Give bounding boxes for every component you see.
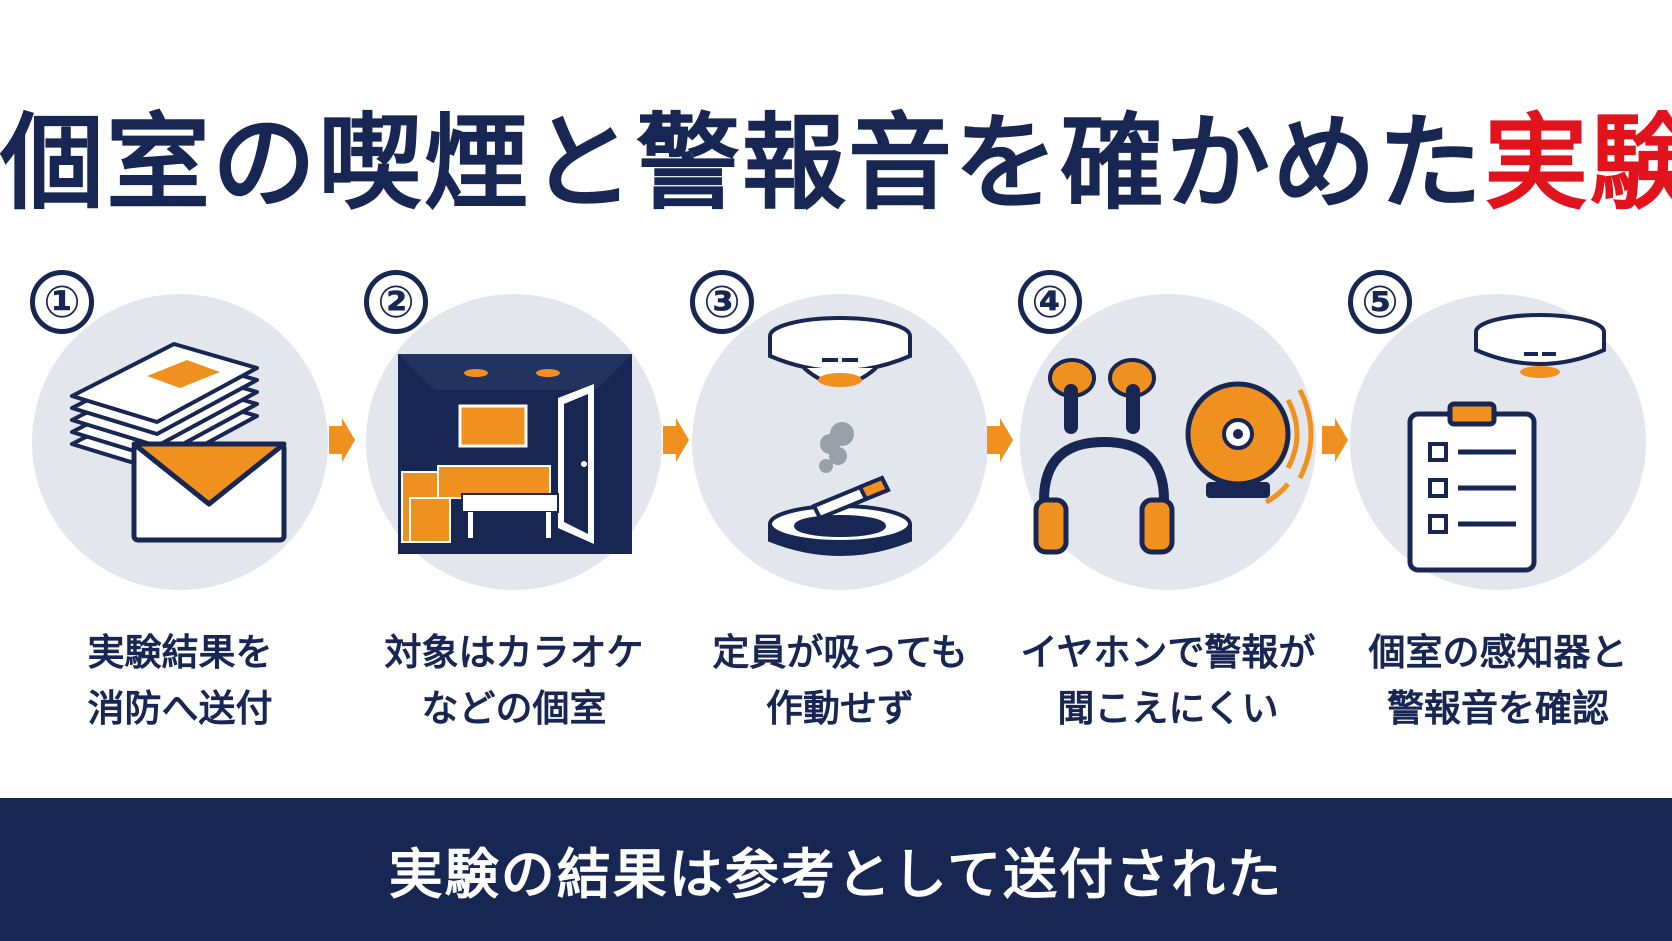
karaoke-room-icon (398, 354, 632, 554)
step-label: 実験結果を 消防へ送付 (87, 631, 273, 730)
step-illustration (1350, 294, 1646, 590)
smoke-detector-icon (1474, 313, 1606, 378)
smoking-detector-illustration (768, 316, 912, 556)
detector-checklist-illustration (1407, 313, 1606, 573)
title-main: 個室の喫煙と警報音を確かめた (0, 102, 1485, 224)
step-illustration (692, 294, 988, 590)
smoke-icon (819, 422, 854, 473)
headphones-icon (1033, 436, 1175, 555)
arrow-right-icon (329, 418, 355, 462)
step-label: 定員が吸っても 作動せず (712, 631, 968, 730)
step-illustration (366, 294, 662, 590)
smoke-detector-icon (768, 316, 912, 387)
step-3: ③ 定員が吸っても 作動せず (680, 270, 1000, 750)
banner-text: 実験の結果は参考として送付された (388, 843, 1284, 906)
step-label: イヤホンで警報が 聞こえにくい (1020, 631, 1316, 730)
title-accent: 実験 (1484, 102, 1672, 224)
step-label: 個室の感知器と 警報音を確認 (1368, 631, 1628, 730)
step-label: 対象はカラオケ などの個室 (384, 631, 644, 730)
step-number: ④ (1018, 270, 1082, 334)
ashtray-cigarette-icon (768, 475, 912, 556)
step-number: ② (364, 270, 428, 334)
step-5: ⑤ 個室の感知器と 警報音を確認 (1338, 270, 1658, 750)
step-illustration (32, 294, 328, 590)
step-number: ① (30, 270, 94, 334)
page-title: 個室の喫煙と警報音を確かめた実験 (0, 78, 1672, 229)
step-number: ③ (690, 270, 754, 334)
step-number: ⑤ (1348, 270, 1412, 334)
step-illustration (1020, 294, 1316, 590)
step-2: ② 対象はカラオケ などの個室 (354, 270, 674, 750)
arrow-right-icon (663, 418, 689, 462)
alarm-bell-icon (1185, 381, 1314, 505)
step-1: ① 実験結果を 消防へ送付 (20, 270, 340, 750)
earbuds-icon (1048, 358, 1156, 434)
document-stack-icon (70, 342, 259, 472)
arrow-right-icon (1322, 418, 1348, 462)
earphone-alarm-illustration (1033, 358, 1314, 555)
step-4: ④ イヤホンで警報 (1008, 270, 1328, 750)
clipboard-checklist-icon (1407, 401, 1537, 573)
arrow-right-icon (987, 418, 1013, 462)
footer-banner: 実験の結果は参考として送付された (0, 798, 1672, 941)
document-envelope-illustration (70, 342, 287, 543)
envelope-icon (131, 441, 287, 543)
